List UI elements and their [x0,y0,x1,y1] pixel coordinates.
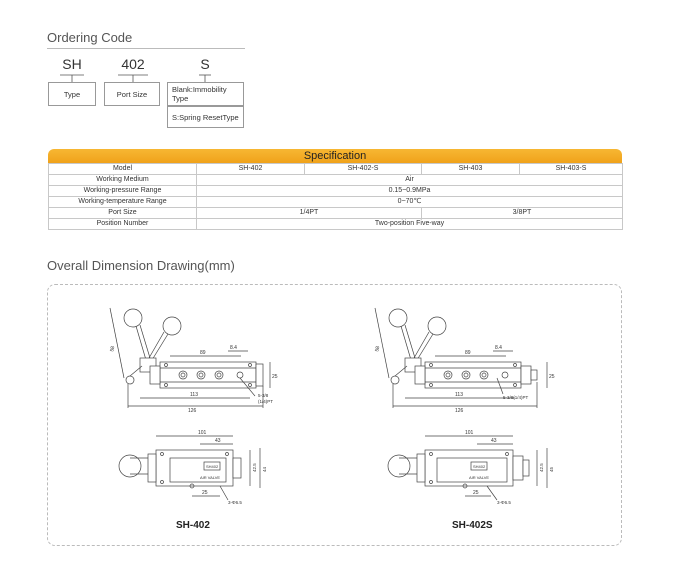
sh402s-hole-label: 3-Φ6.5 [497,500,511,505]
spec-model-sh403: SH-403 [421,163,520,175]
spec-row-value: 0~70℃ [196,196,623,208]
blank-type-box: Blank:Immobility Type [167,82,244,106]
sh402-dim-42-5: 42.5 [252,463,257,472]
spec-header-row: Model SH-402 SH-402-S SH-403 SH-403-S [48,163,623,175]
sh402-dim-25: 25 [272,374,278,380]
sh402-dim-25b: 25 [202,490,208,496]
sh402s-dim-113: 113 [455,392,463,398]
port-size-box: Port Size [104,82,160,106]
sh402s-code-label: SH402 [473,464,486,469]
spec-title-bar: Specification [48,149,622,163]
spec-row: Working-temperature Range 0~70℃ [48,196,623,208]
spec-model-sh402s: SH-402-S [304,163,422,175]
sh402-drawing: 58 89 8.4 25 113 126 5-3/8 (1/4)PT 101 4… [109,307,278,505]
spec-row-value: 0.15~0.9MPa [196,185,623,197]
spec-row: Working Medium Air [48,174,623,186]
sh402-caption: SH-402 [176,520,210,531]
sh402-air-valve-label: AIR VALVE [200,475,220,480]
sh402-dim-101: 101 [198,430,207,436]
spec-row-label: Position Number [48,218,197,230]
spec-position-value: Two-position Five-way [196,218,623,230]
type-box: Type [48,82,96,106]
sh402s-caption: SH-402S [452,520,493,531]
spec-row-label: Working-temperature Range [48,196,197,208]
sh402-code-label: SH402 [206,464,219,469]
sh402s-dim-126: 126 [455,408,464,414]
sh402-port-size: (1/4)PT [258,399,273,404]
code-port: 402 [121,56,145,72]
sh402s-air-valve-label: AIR VALVE [469,475,489,480]
sh402s-dim-43: 43 [491,438,497,444]
spec-port-row: Port Size 1/4PT 3/8PT [48,207,623,219]
code-connector-lines [60,74,211,82]
spec-port-b: 3/8PT [421,207,623,219]
spec-port-a: 1/4PT [196,207,422,219]
spec-model-label: Model [48,163,197,175]
sh402s-dim-25: 25 [549,374,555,380]
dimension-drawing-title: Overall Dimension Drawing(mm) [47,258,235,273]
sh402-port-label: 5-3/8 [258,393,269,398]
code-series: SH [62,56,82,72]
ordering-code-title: Ordering Code [47,30,133,45]
sh402s-dim-25b: 25 [473,490,479,496]
spec-row: Working-pressure Range 0.15~0.9MPa [48,185,623,197]
sh402s-dim-101: 101 [465,430,474,436]
spec-table: Model SH-402 SH-402-S SH-403 SH-403-S Wo… [48,163,623,230]
sh402s-drawing: 58 89 8.4 25 113 126 5-3/8(1/4)PT 101 43… [374,307,555,505]
sh402s-dim-8-4: 8.4 [495,345,502,351]
spec-row-value: Air [196,174,623,186]
sh402s-dim-45: 45 [549,466,554,472]
spec-model-sh403s: SH-403-S [519,163,623,175]
spec-row-label: Working-pressure Range [48,185,197,197]
spec-row-label: Working Medium [48,174,197,186]
sh402-dim-8-4: 8.4 [230,345,237,351]
dimension-drawing-frame [47,284,622,546]
sh402-dim-44: 44 [262,466,267,472]
code-reset: S [200,56,210,72]
sh402s-dim-42-5: 42.5 [539,463,544,472]
sh402-dim-58: 58 [109,345,116,352]
sh402s-dim-58: 58 [374,345,381,352]
spring-type-box: S:Spring ResetType [167,106,244,128]
spec-position-row: Position Number Two-position Five-way [48,218,623,230]
sh402-dim-89: 89 [200,350,206,356]
sh402s-port-label: 5-3/8(1/4)PT [503,395,529,400]
ordering-code-rule [47,48,245,49]
sh402-dim-113: 113 [190,392,198,398]
spec-row-label: Port Size [48,207,197,219]
sh402s-dim-89: 89 [465,350,471,356]
sh402-dim-43: 43 [215,438,221,444]
sh402-hole-label: 3-Φ6.5 [228,500,242,505]
sh402-dim-126: 126 [188,408,197,414]
spec-model-sh402: SH-402 [196,163,305,175]
